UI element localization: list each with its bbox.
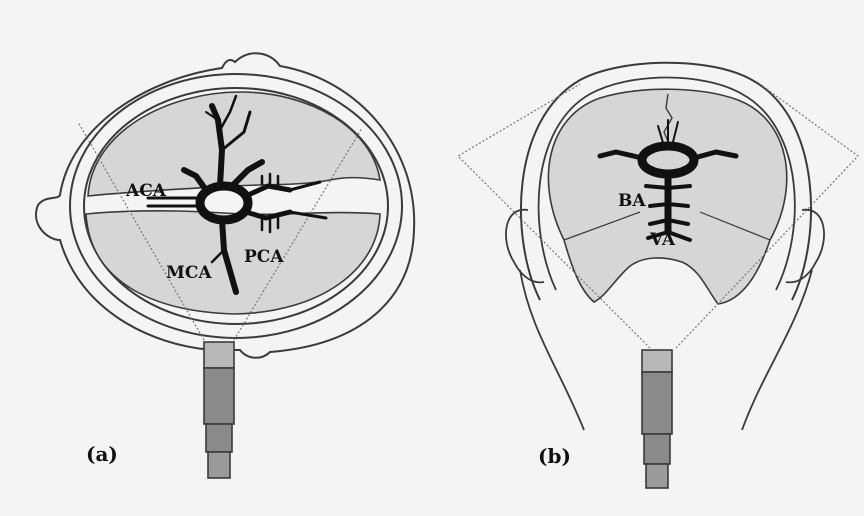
label-mca: MCA — [166, 265, 212, 282]
label-pca: PCA — [244, 249, 284, 266]
label-aca: ACA — [126, 183, 166, 200]
panel-b-drawing — [458, 63, 858, 488]
panel-label-b: (b) — [538, 446, 571, 466]
label-ba: BA — [618, 193, 646, 210]
brain-lower-lobe — [86, 211, 380, 314]
probe-b — [642, 350, 672, 488]
right-ear — [786, 210, 824, 283]
panel-label-a: (a) — [86, 444, 118, 464]
panel-a-drawing — [36, 53, 414, 478]
label-va: VA — [650, 232, 675, 249]
probe-a — [204, 342, 234, 478]
